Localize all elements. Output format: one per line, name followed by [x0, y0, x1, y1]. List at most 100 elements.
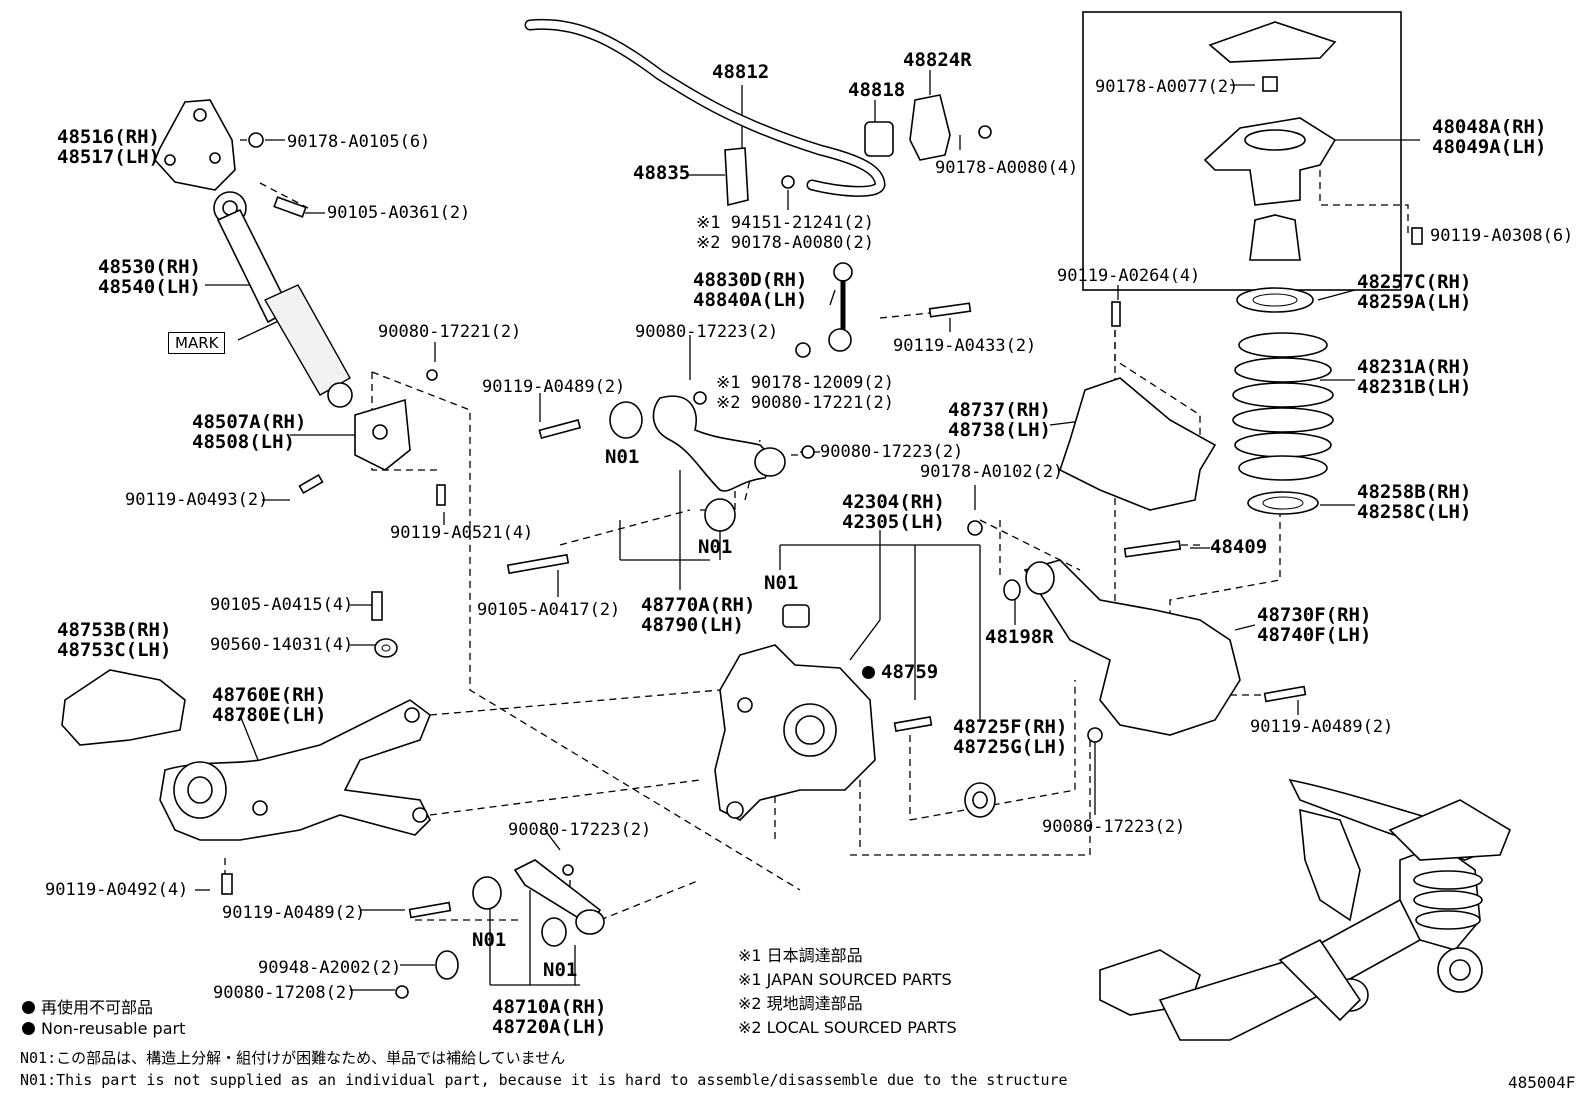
part-48753b[interactable]: 48753B(RH)	[57, 619, 172, 641]
legend-nonreusable-en: Non-reusable part	[22, 1019, 185, 1038]
part-90119-a0433[interactable]: 90119-A0433(2)	[893, 336, 1037, 356]
legend-nonreusable-jp: 再使用不可部品	[22, 994, 153, 1018]
part-90178-a0105[interactable]: 90178-A0105(6)	[287, 132, 431, 152]
part-48780e[interactable]: 48780E(LH)	[212, 704, 327, 726]
figure-code: 485004F	[1508, 1073, 1576, 1092]
note-local-sourced-jp: ※2 現地調達部品	[738, 994, 863, 1013]
lower-shock-bracket-illustration	[298, 369, 446, 506]
part-90105-a0417[interactable]: 90105-A0417(2)	[477, 600, 621, 620]
part-90178-a0102[interactable]: 90178-A0102(2)	[920, 462, 1064, 482]
part-48259a[interactable]: 48259A(LH)	[1357, 291, 1472, 313]
part-48508[interactable]: 48508(LH)	[192, 431, 295, 453]
part-90080-17223-a[interactable]: 90080-17223(2)	[635, 322, 779, 342]
part-90105-a0361[interactable]: 90105-A0361(2)	[327, 203, 471, 223]
non-reusable-dot-icon	[862, 666, 875, 679]
n01-label-d: N01	[472, 929, 507, 951]
footnote-n01-en: N01:This part is not supplied as an indi…	[20, 1071, 1068, 1089]
part-90119-a0264[interactable]: 90119-A0264(4)	[1057, 266, 1201, 286]
part-48840a[interactable]: 48840A(LH)	[693, 289, 808, 311]
part-90119-a0489-b[interactable]: 90119-A0489(2)	[1250, 717, 1394, 737]
upper-shock-bracket-illustration	[154, 99, 264, 191]
part-48818[interactable]: 48818	[848, 79, 906, 101]
part-90080-17223-c[interactable]: 90080-17223(2)	[1042, 817, 1186, 837]
part-48725f[interactable]: 48725F(RH)	[953, 716, 1068, 738]
part-90080-17221-b[interactable]: ※2 90080-17221(2)	[716, 393, 895, 413]
lower-control-arm-illustration	[1003, 559, 1307, 743]
part-48516[interactable]: 48516(RH)	[57, 126, 160, 148]
part-48835[interactable]: 48835	[633, 162, 691, 184]
part-48409[interactable]: 48409	[1210, 536, 1268, 558]
part-90119-a0493[interactable]: 90119-A0493(2)	[125, 490, 269, 510]
part-90119-a0521[interactable]: 90119-A0521(4)	[390, 523, 534, 543]
part-48049a[interactable]: 48049A(LH)	[1432, 136, 1547, 158]
part-94151-21241[interactable]: ※1 94151-21241(2)	[696, 213, 875, 233]
part-48540[interactable]: 48540(LH)	[98, 276, 201, 298]
part-48258c[interactable]: 48258C(LH)	[1357, 501, 1472, 523]
stabilizer-bushing-illustration	[864, 94, 992, 161]
legend-nonreusable-jp-text: 再使用不可部品	[41, 998, 154, 1017]
part-48048a[interactable]: 48048A(RH)	[1432, 116, 1547, 138]
part-90105-a0415[interactable]: 90105-A0415(4)	[210, 595, 354, 615]
part-90948-a2002[interactable]: 90948-A2002(2)	[258, 958, 402, 978]
part-48258b[interactable]: 48258B(RH)	[1357, 481, 1472, 503]
part-48517[interactable]: 48517(LH)	[57, 146, 160, 168]
washer-bolt-illustration	[221, 591, 398, 895]
knuckle-bushing-illustration	[964, 782, 996, 818]
mark-label: MARK	[168, 332, 226, 354]
part-90080-17223-b[interactable]: 90080-17223(2)	[820, 442, 964, 462]
upper-control-arm-illustration	[506, 391, 815, 575]
part-48710a[interactable]: 48710A(RH)	[492, 996, 607, 1018]
trailing-arm-illustration	[159, 699, 431, 841]
part-48738[interactable]: 48738(LH)	[948, 419, 1051, 441]
part-48753c[interactable]: 48753C(LH)	[57, 639, 172, 661]
part-90560-14031[interactable]: 90560-14031(4)	[210, 635, 354, 655]
trailing-arm-cover-illustration	[61, 669, 186, 746]
part-48530[interactable]: 48530(RH)	[98, 256, 201, 278]
part-90080-17208[interactable]: 90080-17208(2)	[213, 983, 357, 1003]
n01-label-a: N01	[605, 446, 640, 468]
part-48507a[interactable]: 48507A(RH)	[192, 411, 307, 433]
part-90178-a0080-b[interactable]: ※2 90178-A0080(2)	[696, 233, 875, 253]
part-48759[interactable]: 48759	[862, 662, 938, 683]
non-reusable-dot-icon	[22, 1022, 35, 1035]
part-48770a[interactable]: 48770A(RH)	[641, 594, 756, 616]
note-local-sourced-en: ※2 LOCAL SOURCED PARTS	[738, 1018, 957, 1037]
legend-nonreusable-en-text: Non-reusable part	[41, 1019, 186, 1038]
lower-arm-cover-illustration	[967, 377, 1217, 558]
part-48257c[interactable]: 48257C(RH)	[1357, 271, 1472, 293]
part-48740f[interactable]: 48740F(LH)	[1257, 624, 1372, 646]
part-48830d[interactable]: 48830D(RH)	[693, 269, 808, 291]
part-90119-a0489-a[interactable]: 90119-A0489(2)	[482, 377, 626, 397]
part-48824r[interactable]: 48824R	[903, 49, 972, 71]
part-90178-a0077[interactable]: 90178-A0077(2)	[1095, 77, 1239, 97]
part-48730f[interactable]: 48730F(RH)	[1257, 604, 1372, 626]
part-90119-a0308[interactable]: 90119-A0308(6)	[1430, 226, 1574, 246]
n01-label-c: N01	[764, 572, 799, 594]
part-48198r[interactable]: 48198R	[985, 626, 1054, 648]
stabilizer-bar-illustration	[524, 18, 886, 207]
part-48790[interactable]: 48790(LH)	[641, 614, 744, 636]
note-japan-sourced-en: ※1 JAPAN SOURCED PARTS	[738, 970, 952, 989]
part-90178-a0080[interactable]: 90178-A0080(4)	[935, 158, 1079, 178]
part-90080-17223-d[interactable]: 90080-17223(2)	[508, 820, 652, 840]
assembled-suspension-overview-illustration	[1099, 778, 1511, 1041]
part-48720a[interactable]: 48720A(LH)	[492, 1016, 607, 1038]
part-42305[interactable]: 42305(LH)	[842, 511, 945, 533]
note-japan-sourced-jp: ※1 日本調達部品	[738, 946, 863, 965]
part-48760e[interactable]: 48760E(RH)	[212, 684, 327, 706]
part-90119-a0489-c[interactable]: 90119-A0489(2)	[222, 903, 366, 923]
knuckle-illustration	[714, 604, 933, 821]
part-48812[interactable]: 48812	[712, 61, 770, 83]
part-42304[interactable]: 42304(RH)	[842, 491, 945, 513]
stabilizer-link-illustration	[795, 262, 972, 358]
coil-spring-illustration	[1111, 287, 1334, 515]
part-48737[interactable]: 48737(RH)	[948, 399, 1051, 421]
part-90119-a0492[interactable]: 90119-A0492(4)	[45, 880, 189, 900]
part-90080-17221-a[interactable]: 90080-17221(2)	[378, 322, 522, 342]
part-48231b[interactable]: 48231B(LH)	[1357, 376, 1472, 398]
part-90178-12009[interactable]: ※1 90178-12009(2)	[716, 373, 895, 393]
shock-absorber-illustration	[213, 191, 353, 408]
part-48231a[interactable]: 48231A(RH)	[1357, 356, 1472, 378]
part-48725g[interactable]: 48725G(LH)	[953, 736, 1068, 758]
